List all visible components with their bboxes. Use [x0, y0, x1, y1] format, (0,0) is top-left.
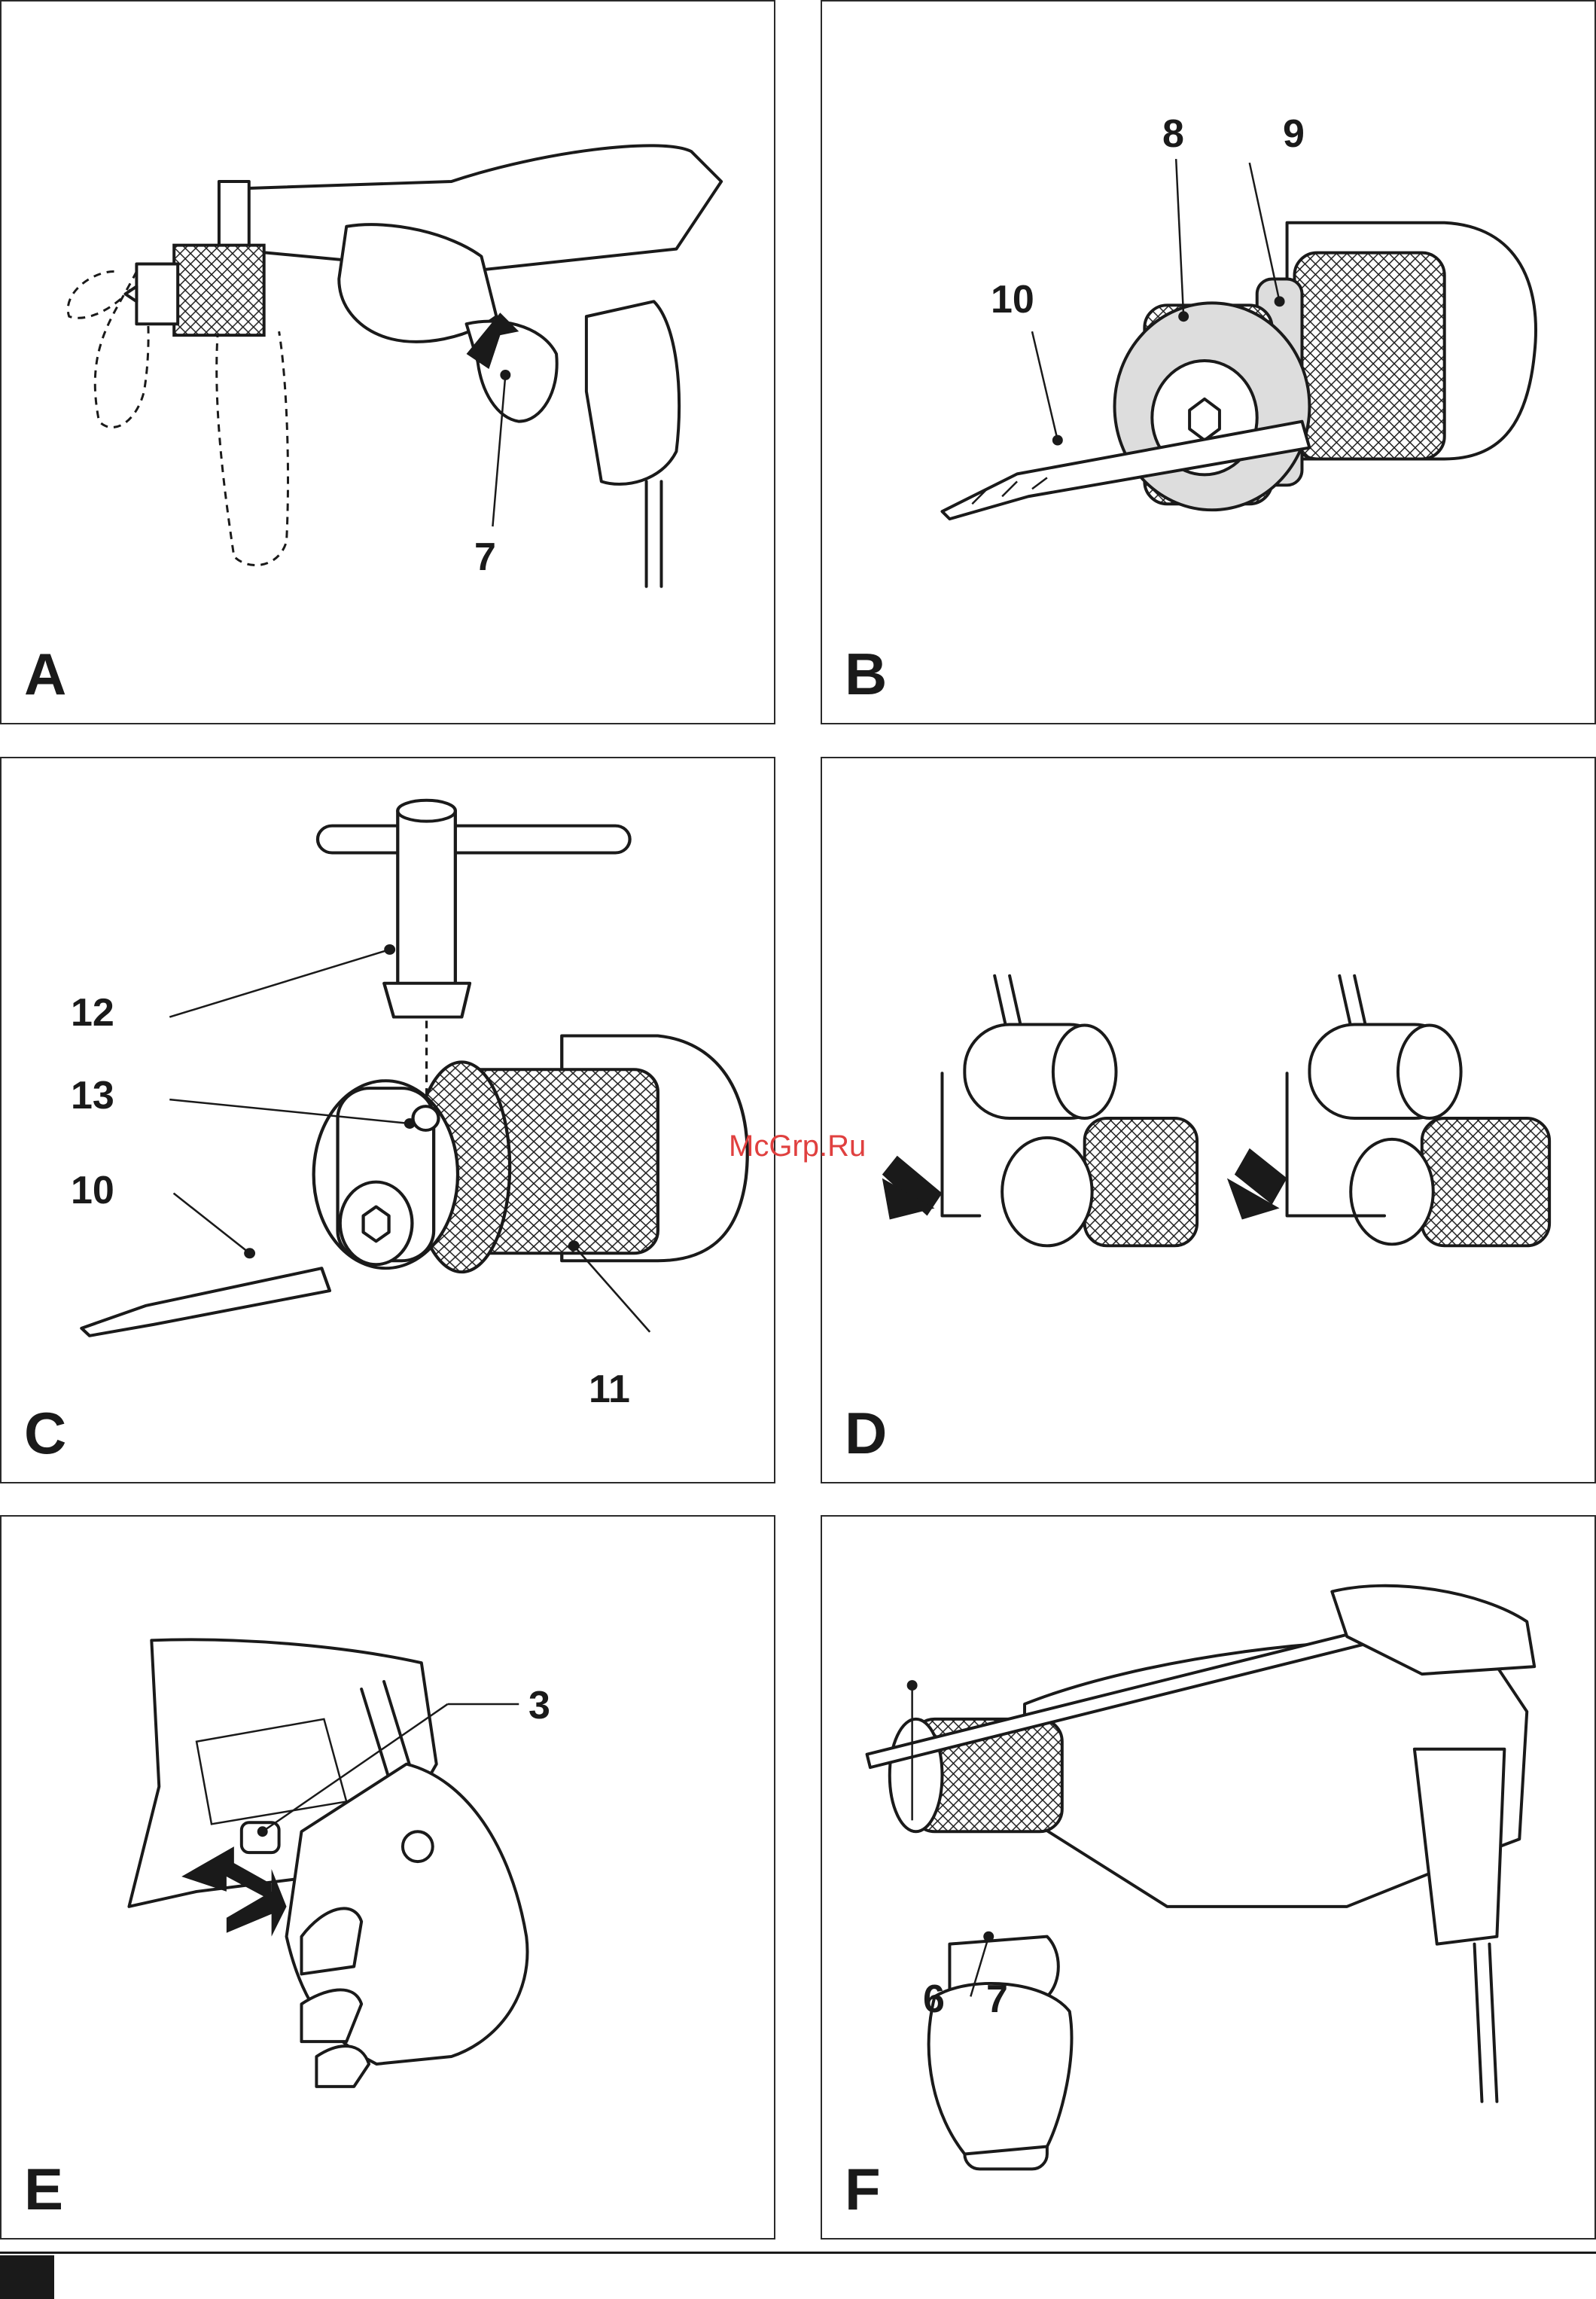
- callout-label: 3: [528, 1686, 550, 1725]
- panel-letter: E: [24, 2160, 63, 2218]
- callout-label: 6: [923, 1980, 945, 2019]
- figure-panel-e: 3 E: [0, 1515, 775, 2240]
- callout-label: 10: [71, 1171, 114, 1210]
- callout-label: 7: [986, 1980, 1008, 2019]
- callout-label: 12: [71, 993, 114, 1032]
- figure-panel-c: 12 13 10 11 C: [0, 757, 775, 1483]
- callout-label: 8: [1162, 114, 1184, 154]
- illustration-mode-switch: [2, 1517, 774, 2238]
- illustration-side-handle-drill: [2, 2, 774, 723]
- figure-panel-f: 6 7 F: [821, 1515, 1596, 2240]
- footer-rule: [0, 2252, 1596, 2254]
- callout-label: 10: [991, 280, 1034, 319]
- panel-letter: C: [24, 1404, 66, 1462]
- figure-panel-d: D: [821, 757, 1596, 1483]
- callout-label: 9: [1283, 114, 1305, 154]
- callout-label: 13: [71, 1076, 114, 1115]
- callout-label: 7: [474, 538, 496, 577]
- illustration-key-chuck: [2, 758, 774, 1482]
- page-tab-marker: [0, 2255, 54, 2299]
- illustration-chuck-removal: [822, 758, 1594, 1482]
- illustration-keyless-chuck: [822, 2, 1594, 723]
- figure-panel-a: 7 A: [0, 0, 775, 724]
- panel-letter: D: [845, 1404, 887, 1462]
- panel-letter: F: [845, 2160, 881, 2218]
- illustration-depth-stop: [822, 1517, 1594, 2238]
- callout-label: 11: [589, 1370, 630, 1409]
- panel-letter: B: [845, 645, 887, 703]
- figure-panel-b: 8 9 10 B: [821, 0, 1596, 724]
- watermark: McGrp.Ru: [729, 1130, 866, 1163]
- panel-letter: A: [24, 645, 66, 703]
